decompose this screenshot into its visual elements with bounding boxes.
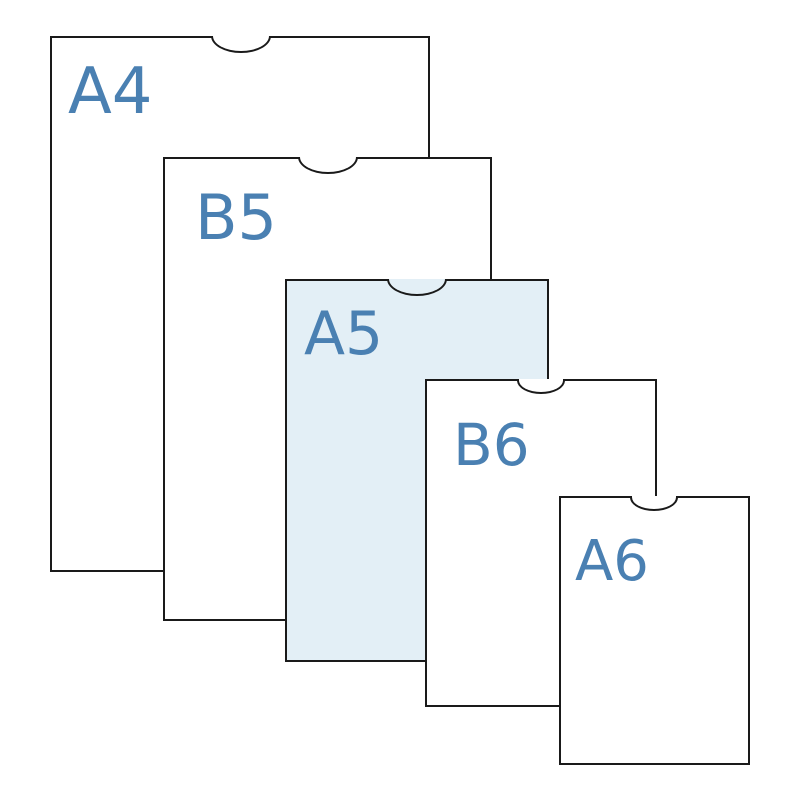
thumb-notch — [387, 279, 447, 296]
sheet-label-a4: A4 — [68, 55, 153, 129]
sheet-label-a6: A6 — [575, 529, 649, 594]
sheet-label-b6: B6 — [453, 411, 530, 479]
thumb-notch — [517, 379, 565, 394]
thumb-notch — [630, 496, 678, 511]
thumb-notch — [211, 36, 271, 53]
sheet-a6: A6 — [559, 496, 750, 765]
sheet-label-b5: B5 — [195, 181, 277, 254]
sheet-label-a5: A5 — [304, 299, 384, 369]
thumb-notch — [298, 157, 358, 174]
